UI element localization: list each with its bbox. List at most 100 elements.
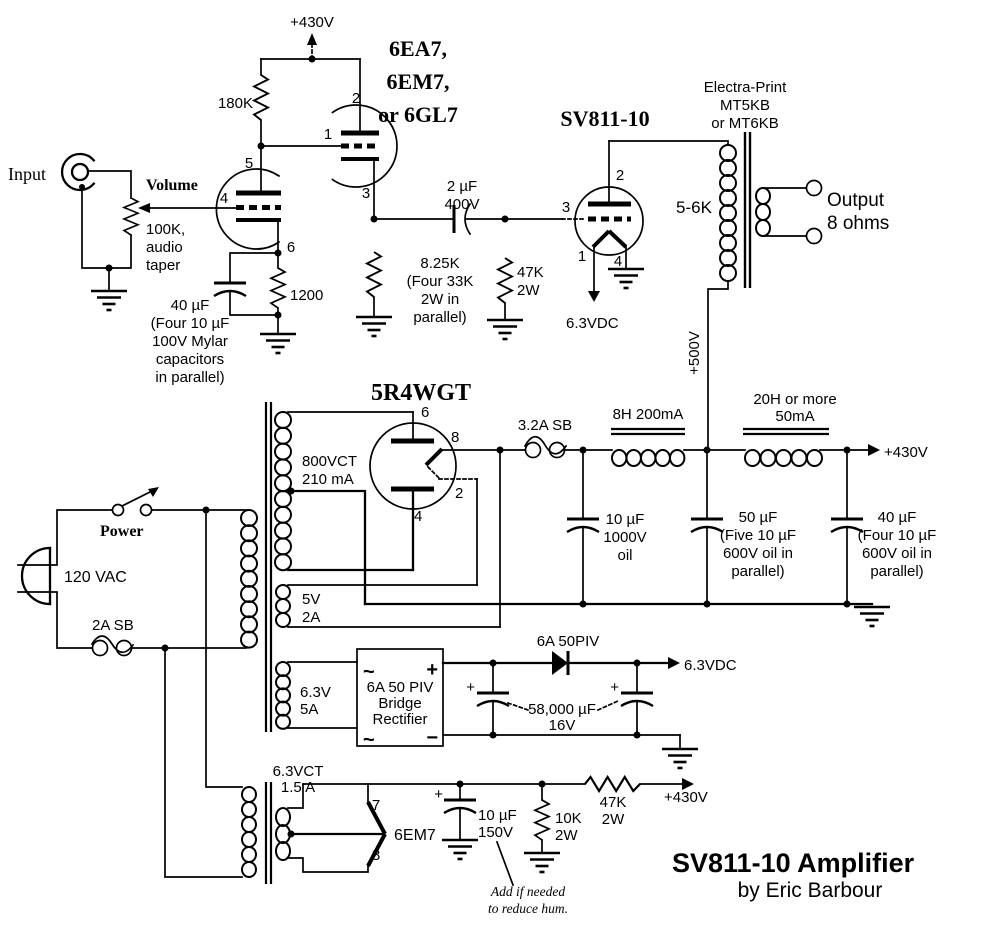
sv-pin4: 4 xyxy=(614,253,622,270)
r-pin8: 8 xyxy=(451,429,459,446)
sv-pin1: 1 xyxy=(578,248,586,265)
resistor-10k xyxy=(534,799,550,841)
pin2-label: 2 xyxy=(352,90,360,107)
mains-plug xyxy=(17,546,52,606)
ground-heater-dc xyxy=(660,747,700,770)
mains-wiring xyxy=(49,487,248,878)
cap1-plus: + xyxy=(466,679,475,696)
opt-impedance-label: 5-6K xyxy=(676,198,713,217)
input-label: Input xyxy=(8,164,46,184)
output-transformer xyxy=(608,132,823,451)
heater-transformer xyxy=(241,782,291,884)
r-pin6: 6 xyxy=(421,404,429,421)
sv-heater-label: 6.3VDC xyxy=(566,315,619,332)
volume-pot xyxy=(123,197,238,236)
bridge-minus: − xyxy=(426,727,438,749)
pin7-label: 7 xyxy=(372,797,380,814)
ground-grid xyxy=(485,318,525,341)
pin5-label: 5 xyxy=(245,155,253,172)
r-pin4: 4 xyxy=(414,508,422,525)
switch-arrow xyxy=(148,487,159,497)
b430-top-label: +430V xyxy=(290,14,334,31)
pin1-label: 1 xyxy=(324,126,332,143)
triode1 xyxy=(215,168,281,250)
pin8-label: 8 xyxy=(372,847,380,864)
bridge-ac-top: ~ xyxy=(363,661,375,683)
coupling-network xyxy=(373,202,587,320)
plate-resistor-180k xyxy=(253,74,269,121)
heater-bias-wires xyxy=(287,778,694,887)
cap150-plus: + xyxy=(434,786,443,803)
sv-pin3: 3 xyxy=(562,199,570,216)
ground-10k xyxy=(522,851,562,874)
rectifier-name: 5R4WGT xyxy=(371,380,471,406)
load-resistor-825k xyxy=(366,251,382,298)
6em7-label: 6EM7 xyxy=(394,827,436,844)
arrow-up-b430 xyxy=(307,33,317,45)
ground-input xyxy=(89,289,129,312)
ground-cap150 xyxy=(440,838,480,861)
pin3-label: 3 xyxy=(362,185,370,202)
choke1-label: 8H 200mA xyxy=(613,406,684,423)
bplus-rail xyxy=(523,427,880,467)
r180k-label: 180K xyxy=(218,95,253,112)
bridge-ac-bottom: ~ xyxy=(363,729,375,751)
input-wires xyxy=(81,170,132,291)
plate-supply xyxy=(257,33,361,150)
input-jack xyxy=(60,152,96,192)
mains-fuse-label: 2A SB xyxy=(92,617,134,634)
wiper-arrow xyxy=(138,203,150,213)
sv811-name: SV811-10 xyxy=(560,106,649,131)
r-pin2: 2 xyxy=(455,485,463,502)
power-label: Power xyxy=(100,523,144,540)
b430-bottom-label: +430V xyxy=(664,789,708,806)
ground-sv811 xyxy=(606,267,646,290)
ground-bplus xyxy=(852,605,892,628)
arrow-down-heater xyxy=(588,291,600,302)
bridge-plus: + xyxy=(426,659,438,681)
sv-pin2: 2 xyxy=(616,167,624,184)
filter-caps xyxy=(363,449,874,608)
schematic-byline: by Eric Barbour xyxy=(738,879,883,902)
schematic-title: SV811-10 Amplifier xyxy=(672,848,915,878)
t1-secondary-wires xyxy=(286,411,501,729)
r1200-label: 1200 xyxy=(290,287,323,304)
cap2-plus: + xyxy=(610,679,619,696)
mains-label: 120 VAC xyxy=(64,569,127,586)
arrow-right-b430-bottom xyxy=(682,778,694,790)
pin4-label: 4 xyxy=(220,190,228,207)
triode1-wires xyxy=(229,145,282,334)
driver-tube-names: 6EA7,6EM7,or 6GL7 xyxy=(378,36,458,127)
resistor-47k-series xyxy=(583,775,642,793)
pin6-label: 6 xyxy=(287,239,295,256)
cathode-resistor xyxy=(270,267,286,309)
diode-label: 6A 50PIV xyxy=(537,633,600,650)
arrow-right-63vdc xyxy=(668,657,680,669)
rectifier-wires xyxy=(411,411,526,628)
sv811-wires xyxy=(588,140,627,302)
volume-label: Volume xyxy=(146,177,198,194)
